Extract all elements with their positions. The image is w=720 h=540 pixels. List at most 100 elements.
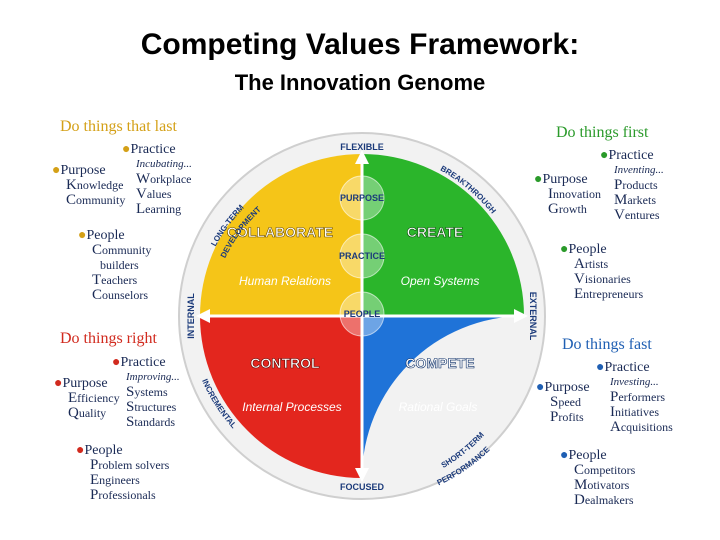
br-practice-sub: Investing... [610,376,659,388]
quadrant-create [362,154,524,316]
axis-flexible: FLEXIBLE [340,142,384,152]
compete-label: COMPETE [405,355,474,371]
br-people-item: ompetitors [584,463,636,477]
bl-practice-item-cap: S [126,414,135,430]
tr-people-item-cap: E [574,286,584,302]
create-label: CREATE [407,224,464,240]
heading-do-things-fast: Do things fast [562,336,652,353]
arrow-up-icon [355,150,369,164]
axis-focused: FOCUSED [340,482,385,492]
tr-practice-title: Practice [608,148,654,163]
bl-people-item: roblem solvers [98,458,170,472]
bullet-dot-icon: ● [560,448,569,463]
bl-practice-title: Practice [120,355,166,370]
br-practice-block: ●Practice Investing... Performers Initia… [596,360,673,435]
tr-practice-item-cap: P [614,177,623,193]
bullet-dot-icon: ● [52,163,61,178]
tr-people-title: People [568,242,607,257]
br-people-item-cap: D [574,492,585,508]
br-practice-item: erformers [618,390,665,404]
rational-goals-label: Rational Goals [399,400,478,414]
tr-practice-sub: Inventing... [614,164,664,176]
tr-practice-item: entures [624,208,660,222]
tr-purpose-item-cap: G [548,201,559,217]
tr-people-item: isionaries [584,272,631,286]
tr-purpose-item: nnovation [553,187,601,201]
tl-practice-sub: Incubating... [136,158,192,170]
control-label: CONTROL [250,355,320,371]
quadrant-control [200,316,362,478]
center-people-label: PEOPLE [344,309,381,319]
br-people-item: otivators [587,478,630,492]
tr-purpose-item-cap: I [548,186,553,202]
br-people-item-cap: M [574,477,588,493]
tl-purpose-item-cap: C [66,192,77,208]
tl-people-title: People [86,228,125,243]
tl-practice-item: orkplace [150,172,192,186]
bl-purpose-title: Purpose [62,376,108,391]
tl-people-item: ommunity [102,243,152,257]
tl-purpose-block: ●Purpose Knowledge Community [52,163,125,208]
bl-purpose-item-cap: Q [68,405,79,421]
tl-practice-item-cap: L [136,201,146,217]
tl-people-item-cap: C [92,242,103,258]
br-practice-title: Practice [604,360,650,375]
tr-people-item-cap: A [574,256,585,272]
bullet-dot-icon: ● [600,148,609,163]
page-subtitle: The Innovation Genome [234,70,486,95]
tl-people-item: ounselors [102,288,149,302]
bl-people-title: People [84,443,123,458]
bl-practice-item: ystems [134,385,168,399]
tl-purpose-item: nowledge [76,178,124,192]
tr-practice-item-cap: V [614,207,625,223]
arrow-left-icon [196,309,210,323]
tl-practice-item: earning [145,202,182,216]
br-purpose-title: Purpose [544,380,590,395]
br-people-title: People [568,448,607,463]
bl-purpose-item: uality [78,406,107,420]
bl-people-item: ngineers [99,473,140,487]
center-practice-label: PRACTICE [339,251,385,261]
tr-purpose-block: ●Purpose Innovation Growth [534,172,601,217]
tr-people-item: rtists [584,257,609,271]
br-practice-item-cap: A [610,419,621,435]
br-practice-item-cap: P [610,389,619,405]
tl-practice-item: alues [146,187,172,201]
bl-practice-item: tandards [134,415,175,429]
tl-purpose-title: Purpose [60,163,106,178]
bl-purpose-item-cap: E [68,390,78,406]
br-purpose-item-cap: P [550,409,559,425]
tr-practice-item: arkets [627,193,656,207]
bl-people-block: ●People Problem solvers Engineers Profes… [76,443,169,503]
bullet-dot-icon: ● [78,228,87,243]
quadrant-compete [362,316,524,478]
bl-practice-sub: Improving... [126,371,180,383]
open-systems-label: Open Systems [401,274,480,288]
br-purpose-block: ●Purpose Speed Profits [536,380,590,425]
arrow-down-icon [355,468,369,482]
purpose-bubble [339,175,385,221]
br-people-item-cap: C [574,462,585,478]
tr-practice-block: ●Practice Inventing... Products Markets … [600,148,664,223]
tr-practice-item: roducts [622,178,658,192]
tr-purpose-title: Purpose [542,172,588,187]
people-bubble [339,291,385,337]
bullet-dot-icon: ● [536,380,545,395]
bl-practice-item: tructures [134,400,177,414]
br-purpose-item: rofits [558,410,584,424]
bl-people-item-cap: P [90,457,99,473]
bl-people-item: rofessionals [98,488,156,502]
bl-practice-item-cap: S [126,384,135,400]
tl-people-item: builders [100,258,139,272]
tl-people-item-cap: C [92,287,103,303]
bullet-dot-icon: ● [54,376,63,391]
axis-internal: INTERNAL [186,293,196,339]
tl-practice-item-cap: W [136,171,151,187]
bullet-dot-icon: ● [596,360,605,375]
br-people-item: ealmakers [584,493,634,507]
tr-purpose-item: rowth [558,202,587,216]
practice-bubble [339,233,385,279]
br-purpose-item: peed [558,395,581,409]
tl-people-item-cap: T [92,272,102,288]
